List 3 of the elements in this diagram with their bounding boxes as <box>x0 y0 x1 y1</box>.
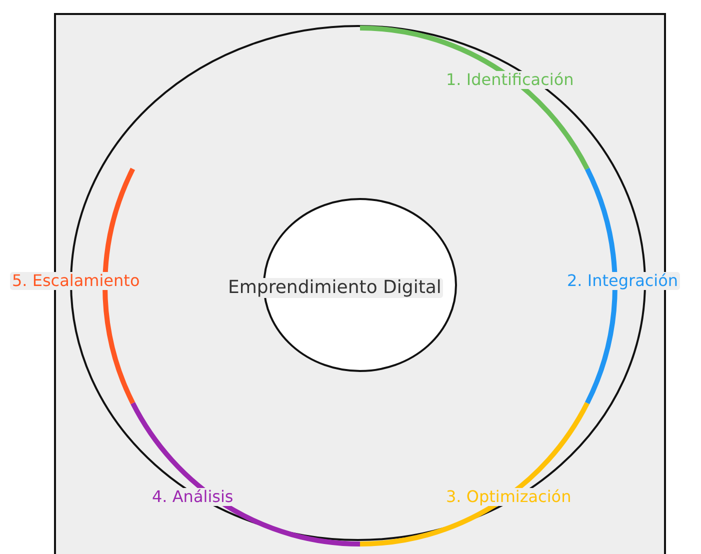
stage-label: 5. Escalamiento <box>10 272 142 290</box>
stage-label: 4. Análisis <box>150 488 236 506</box>
stage-label: 2. Integración <box>565 272 680 290</box>
